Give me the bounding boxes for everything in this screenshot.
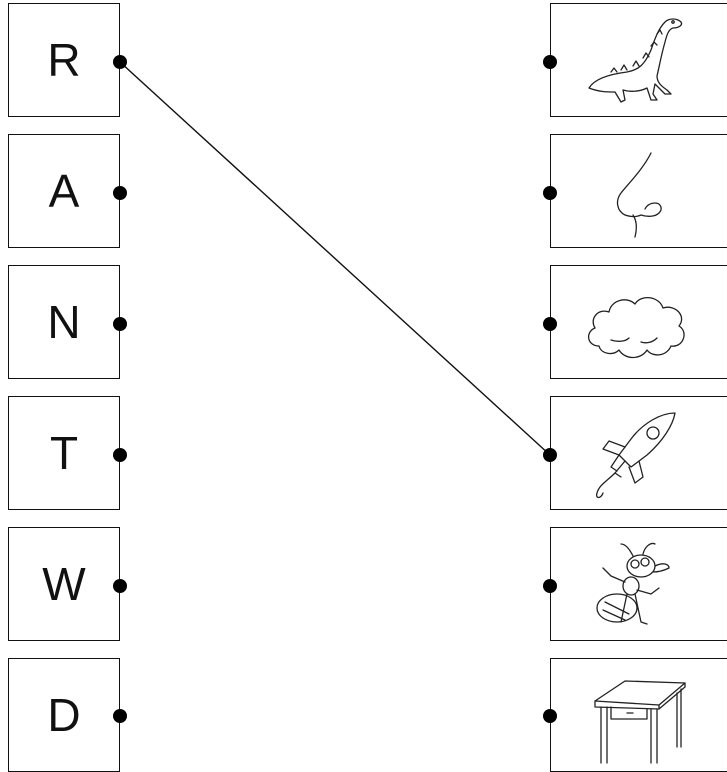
- picture-dot-nose[interactable]: [543, 186, 557, 200]
- picture-card-cloud: [550, 265, 727, 379]
- letter-dot-n[interactable]: [113, 317, 127, 331]
- picture-dot-cloud[interactable]: [543, 317, 557, 331]
- letter-card-a: A: [8, 134, 120, 248]
- letter-card-t: T: [8, 396, 120, 510]
- picture-card-desk: [550, 658, 727, 772]
- picture-dot-ant[interactable]: [543, 579, 557, 593]
- picture-card-rocket: [550, 396, 727, 510]
- letter-card-d: D: [8, 658, 120, 772]
- connection-line: [120, 62, 550, 455]
- letter-dot-r[interactable]: [113, 55, 127, 69]
- picture-dot-dinosaur[interactable]: [543, 55, 557, 69]
- letter-label: W: [42, 561, 85, 607]
- letter-dot-t[interactable]: [113, 448, 127, 462]
- picture-card-nose: [550, 134, 727, 248]
- desk-icon: [581, 663, 689, 769]
- letter-label: N: [47, 299, 80, 345]
- letter-dot-w[interactable]: [113, 579, 127, 593]
- dinosaur-icon: [581, 8, 689, 114]
- cloud-icon: [581, 270, 689, 376]
- picture-card-ant: [550, 527, 727, 641]
- letter-label: T: [50, 430, 78, 476]
- letter-card-n: N: [8, 265, 120, 379]
- letter-card-w: W: [8, 527, 120, 641]
- rocket-icon: [581, 401, 689, 507]
- letter-dot-a[interactable]: [113, 186, 127, 200]
- nose-icon: [581, 139, 689, 245]
- letter-card-r: R: [8, 3, 120, 117]
- picture-dot-rocket[interactable]: [543, 448, 557, 462]
- letter-label: A: [49, 168, 80, 214]
- letter-label: R: [47, 37, 80, 83]
- letter-label: D: [47, 692, 80, 738]
- picture-card-dinosaur: [550, 3, 727, 117]
- picture-dot-desk[interactable]: [543, 709, 557, 723]
- letter-dot-d[interactable]: [113, 709, 127, 723]
- ant-icon: [581, 532, 689, 638]
